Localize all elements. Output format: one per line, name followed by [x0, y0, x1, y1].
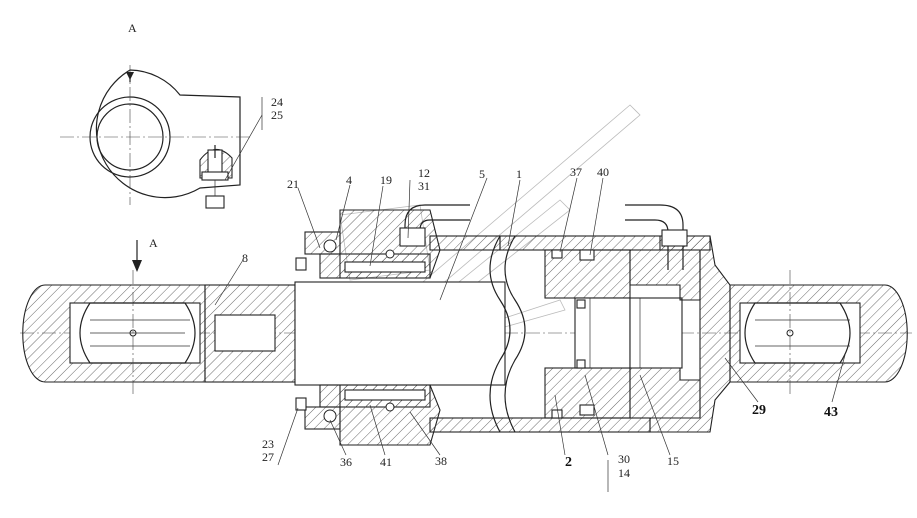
cylinder-body — [20, 204, 912, 446]
callout-38: 38 — [435, 454, 447, 468]
callout-14: 14 — [618, 466, 630, 480]
callout-37: 37 — [570, 165, 582, 179]
view-a-title: A — [128, 21, 137, 35]
callout-27: 27 — [262, 450, 274, 464]
callout-40: 40 — [597, 165, 609, 179]
callout-12: 12 — [418, 166, 430, 180]
callout-4: 4 — [346, 173, 352, 187]
callout-29: 29 — [752, 403, 766, 418]
callout-41: 41 — [380, 455, 392, 469]
callout-36: 36 — [340, 455, 352, 469]
callout-31: 31 — [418, 179, 430, 193]
callout-30: 30 — [618, 452, 630, 466]
leader-lines — [214, 97, 846, 492]
view-a-arrow-icon — [132, 260, 142, 272]
callout-43: 43 — [824, 405, 838, 420]
view-a-arrow-label: A — [149, 236, 158, 250]
callout-25: 25 — [271, 108, 283, 122]
callout-19: 19 — [380, 173, 392, 187]
callout-15: 15 — [667, 454, 679, 468]
callout-5: 5 — [479, 167, 485, 181]
callout-labels: A A 24 25 21 4 19 12 31 5 1 37 40 8 23 2… — [128, 21, 838, 480]
callout-8: 8 — [242, 251, 248, 265]
callout-2: 2 — [565, 455, 572, 470]
view-a-detail — [60, 65, 250, 209]
callout-21: 21 — [287, 177, 299, 191]
callout-1: 1 — [516, 167, 522, 181]
callout-24: 24 — [271, 95, 283, 109]
callout-23: 23 — [262, 437, 274, 451]
